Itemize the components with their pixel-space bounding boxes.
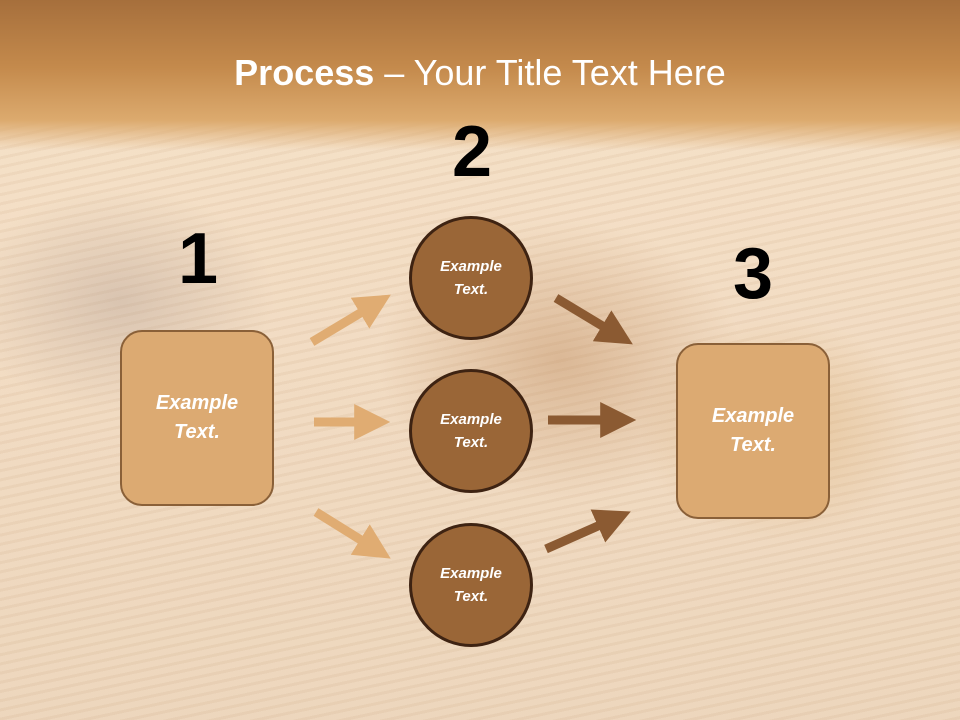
right-box-line2: Text. (730, 434, 776, 456)
arrow-left-to-bottom (313, 508, 391, 559)
step-number-2: 2 (451, 112, 493, 192)
arrow-top-to-right (553, 294, 633, 345)
circle-top: Example Text. (409, 216, 533, 340)
left-box-line2: Text. (174, 421, 220, 443)
circle-middle: Example Text. (409, 369, 533, 493)
circle-bottom-line2: Text. (453, 588, 489, 605)
slide-title: Process – Your Title Text Here (0, 52, 960, 94)
left-text-box: Example Text. (120, 330, 274, 506)
title-rest: – Your Title Text Here (374, 52, 726, 93)
step-number-1: 1 (177, 219, 219, 299)
title-bold: Process (234, 52, 375, 93)
left-box-line1: Example (155, 392, 239, 414)
arrow-bottom-to-right (544, 509, 631, 554)
circle-top-line1: Example (440, 257, 502, 275)
title-band (0, 0, 960, 150)
right-text-box: Example Text. (676, 343, 830, 519)
circle-bottom: Example Text. (409, 523, 533, 647)
circle-top-line2: Text. (453, 281, 489, 298)
arrow-left-to-top (309, 294, 391, 346)
right-box-line1: Example (711, 405, 795, 427)
circle-bottom-line1: Example (440, 564, 502, 582)
circle-middle-line1: Example (440, 410, 502, 428)
circle-middle-line2: Text. (453, 434, 489, 451)
step-number-3: 3 (732, 234, 774, 314)
